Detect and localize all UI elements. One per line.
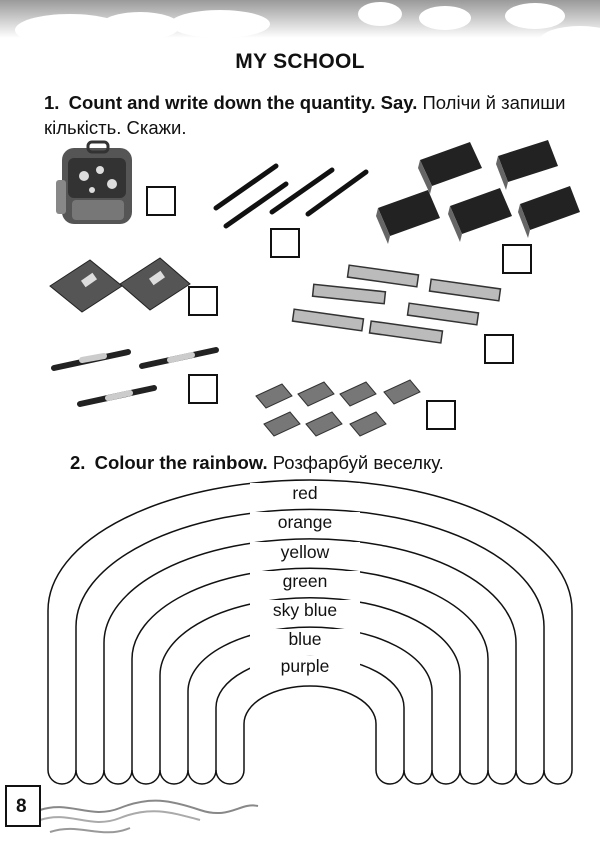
task1-instruction: 1. Count and write down the quantity. Sa… — [44, 90, 594, 140]
task2-instruction-uk: Розфарбуй веселку. — [272, 452, 444, 473]
rainbow-arc-line — [131, 567, 489, 770]
rainbow-arc-line — [243, 685, 377, 770]
books-icon — [376, 140, 580, 244]
rainbow-band-label-red: red — [250, 483, 360, 504]
rainbow-band-end — [103, 769, 133, 785]
rainbow-band-end — [487, 769, 517, 785]
answer-box-erasers[interactable] — [426, 400, 456, 430]
rainbow-arc-line — [47, 479, 573, 770]
page-title: MY SCHOOL — [235, 50, 365, 73]
answer-box-schoolbag[interactable] — [146, 186, 176, 216]
rainbow-band-end — [431, 769, 461, 785]
erasers-icon — [255, 379, 421, 437]
rainbow-band-label-orange: orange — [250, 512, 360, 533]
rainbow-band-end — [375, 769, 405, 785]
answer-box-copybooks[interactable] — [188, 286, 218, 316]
rainbow-band-end — [131, 769, 161, 785]
task2-instruction: 2. Colour the rainbow. Розфарбуй веселку… — [70, 452, 590, 474]
rainbow-band-end — [75, 769, 105, 785]
rainbow-band-end — [515, 769, 545, 785]
rainbow-band-end — [47, 769, 77, 785]
pencils-icon — [213, 163, 369, 229]
rainbow-arc-line — [75, 508, 545, 770]
rainbow-band-end — [459, 769, 489, 785]
answer-box-books[interactable] — [502, 244, 532, 274]
rainbow-arc-line — [187, 626, 433, 770]
rainbow-band-label-sky-blue: sky blue — [250, 600, 360, 621]
rainbow-band-label-yellow: yellow — [250, 542, 360, 563]
rainbow-band-label-blue: blue — [250, 629, 360, 650]
rainbow-band-end — [159, 769, 189, 785]
rainbow-arc-line — [103, 538, 517, 770]
rainbow-band-end — [543, 769, 573, 785]
rainbow-band-end — [215, 769, 245, 785]
rainbow-arc-line — [159, 597, 461, 770]
page-number: 8 — [6, 786, 40, 826]
rulers-icon — [291, 264, 502, 344]
schoolbag-icon — [56, 140, 132, 224]
pens-icon — [51, 347, 219, 407]
answer-box-rulers[interactable] — [484, 334, 514, 364]
page-number-text: 8 — [16, 796, 27, 817]
rainbow-band-end — [403, 769, 433, 785]
answer-box-pens[interactable] — [188, 374, 218, 404]
answer-box-pencils[interactable] — [270, 228, 300, 258]
task1-instruction-uk: Полічи й запиши кількість. Скажи. — [44, 92, 566, 138]
rainbow-band-label-green: green — [250, 571, 360, 592]
copybooks-icon — [49, 257, 191, 313]
clouds-decoration — [0, 0, 600, 54]
task2-instruction-en: Colour the rainbow. — [94, 452, 268, 473]
rainbow-band-end — [187, 769, 217, 785]
task2-number: 2. — [70, 452, 86, 473]
footer-wave-decoration — [5, 785, 259, 834]
task1-number: 1. — [44, 92, 60, 113]
rainbow-band-label-purple: purple — [250, 656, 360, 677]
task1-instruction-en: Count and write down the quantity. Say. — [68, 92, 418, 113]
